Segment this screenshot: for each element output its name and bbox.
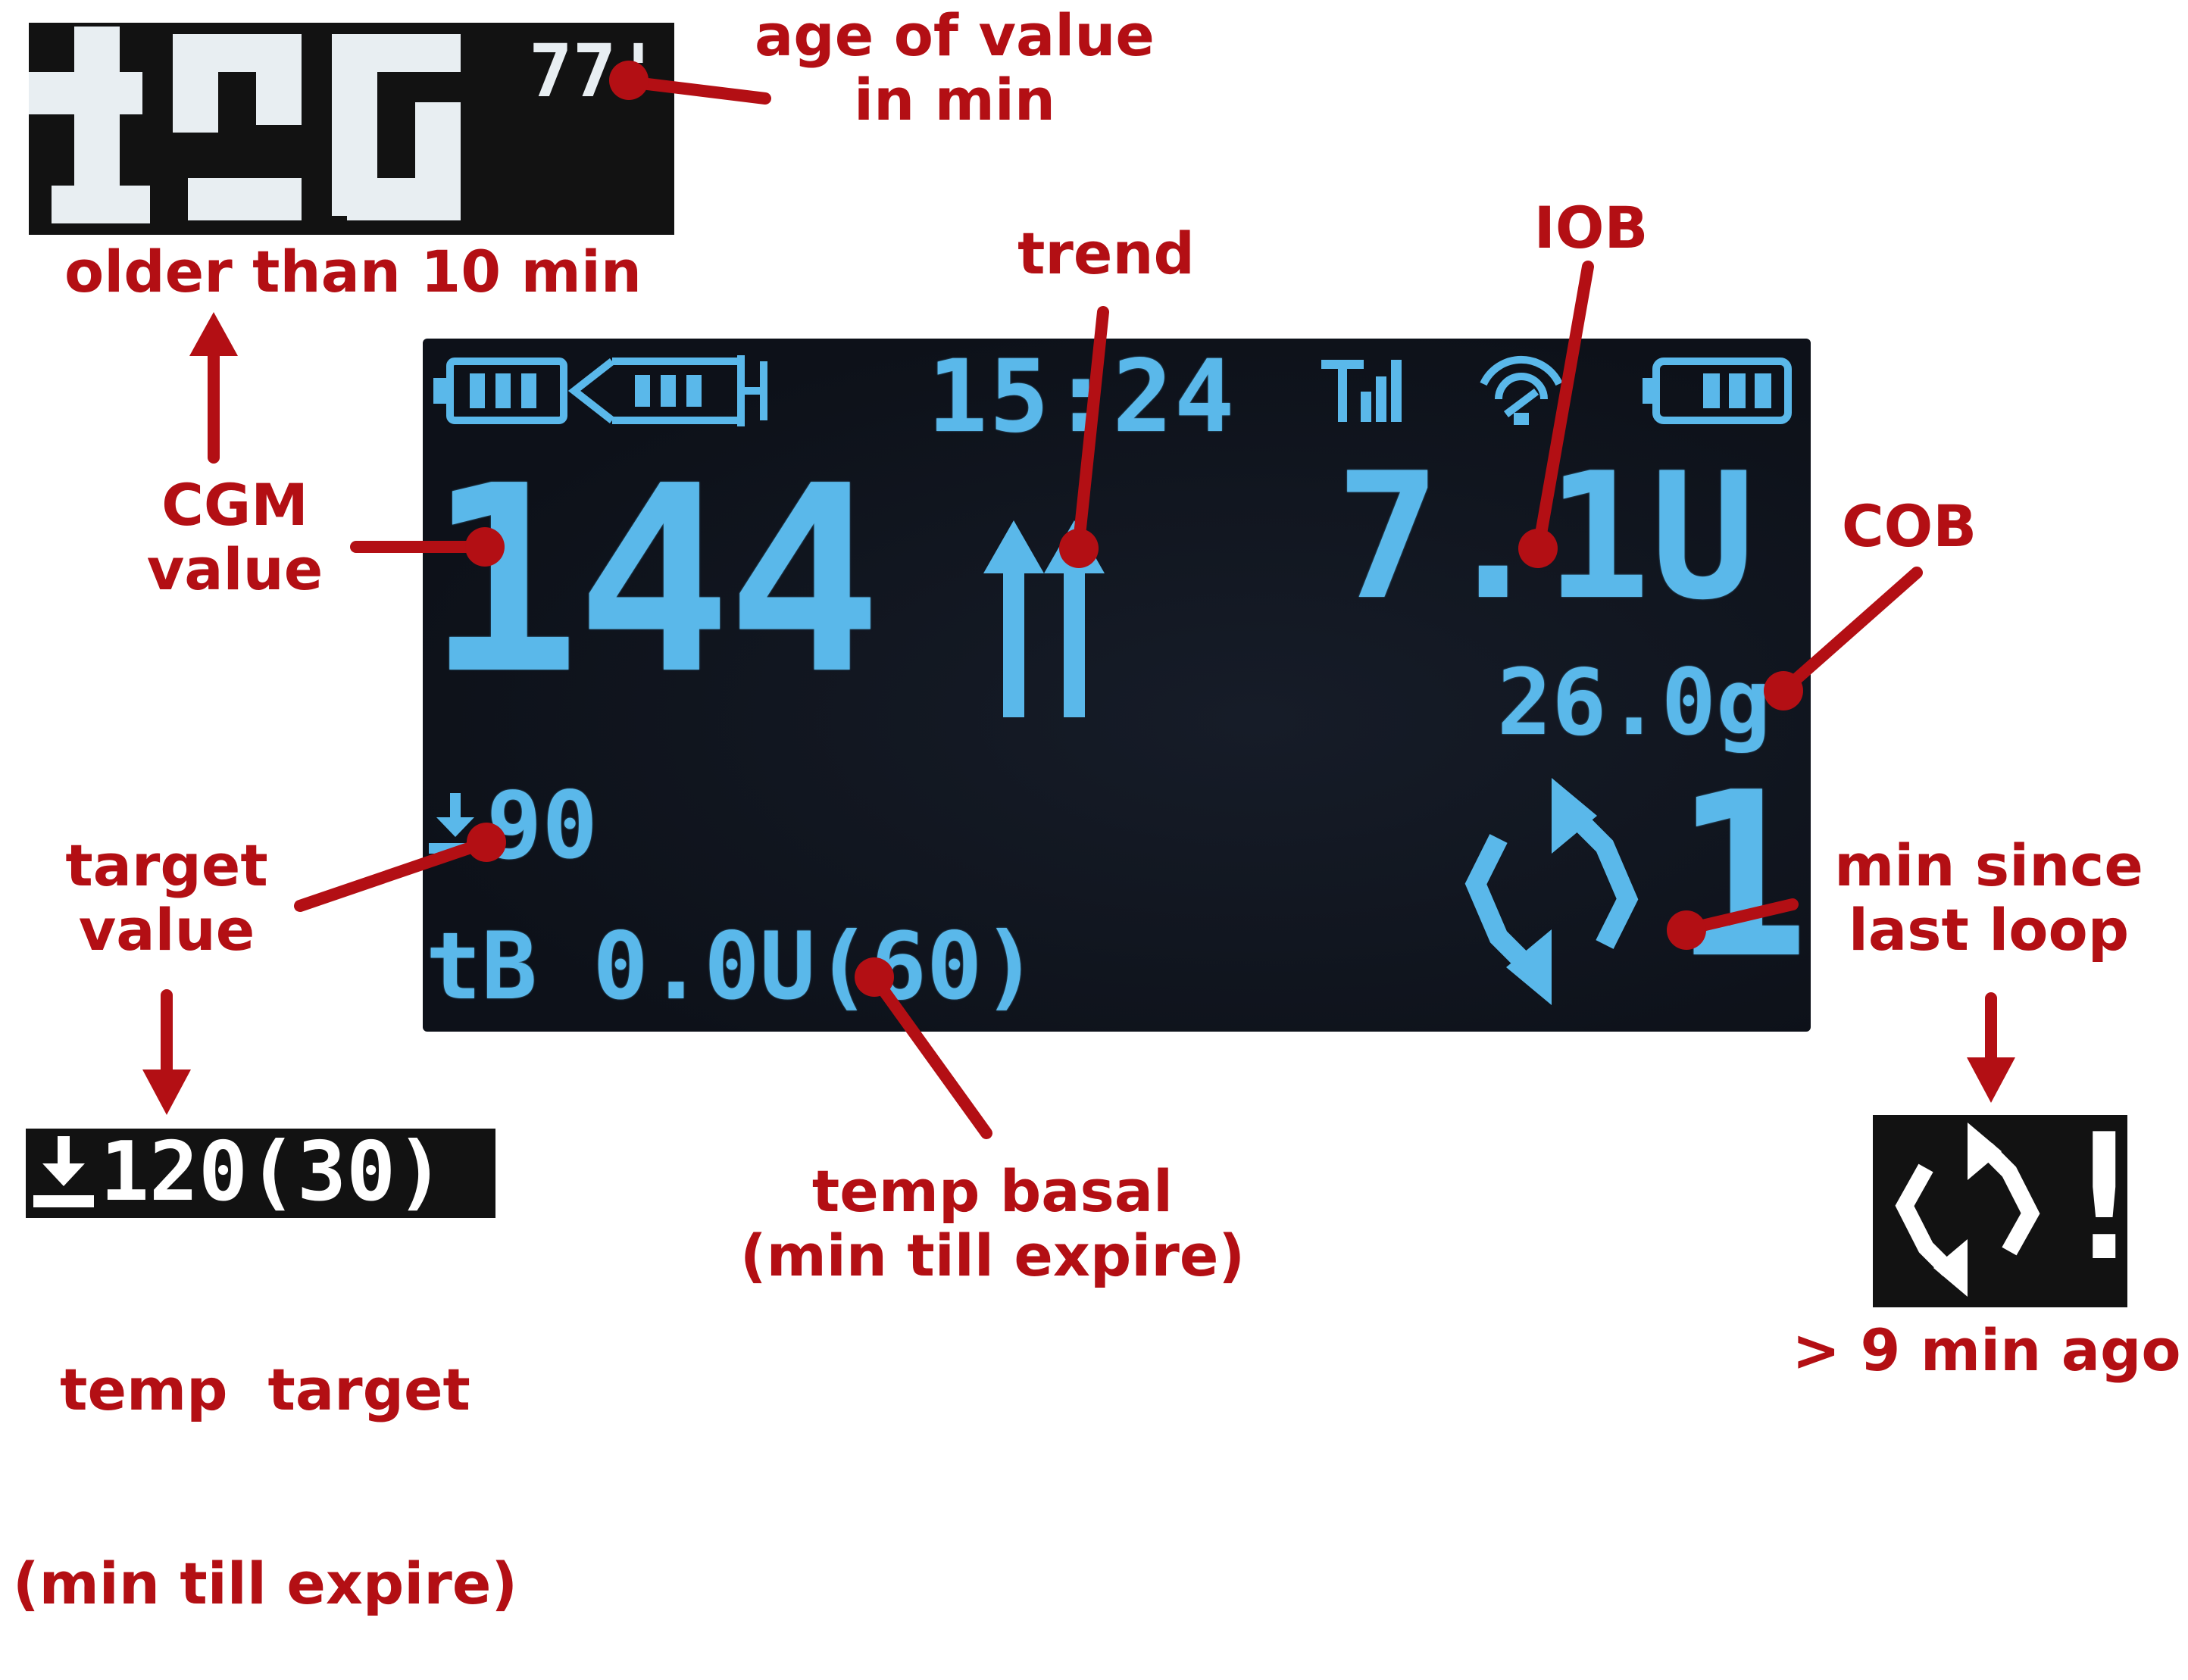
label-temp-target: temp target (min till expire) bbox=[12, 1356, 518, 1617]
wifi-unknown-icon bbox=[1480, 355, 1563, 425]
pointer-iob bbox=[1533, 261, 1594, 548]
inset-stale-cgm: 77' bbox=[29, 23, 674, 235]
loop-minutes: 1 bbox=[1673, 744, 1810, 1008]
loop-refresh-icon bbox=[1464, 778, 1639, 1005]
trend-double-up-icon bbox=[983, 520, 1105, 717]
label-over-9-min: > 9 min ago bbox=[1792, 1316, 2181, 1384]
temp-target-value: 120(30) bbox=[100, 1125, 445, 1219]
inset-temp-target: 120(30) bbox=[26, 1129, 495, 1218]
pointer-cob bbox=[1780, 567, 1923, 694]
annotation-pointers bbox=[142, 61, 2015, 1139]
label-older-than: older than 10 min bbox=[64, 238, 642, 305]
label-cob: COB bbox=[1841, 492, 1977, 560]
target-value: 90 bbox=[486, 772, 598, 879]
pump-reservoir-icon bbox=[567, 355, 767, 426]
signal-strength-icon bbox=[1321, 360, 1402, 422]
pointer-temp-basal bbox=[871, 976, 992, 1139]
label-age-of-value: age of value in min bbox=[755, 2, 1155, 134]
stale-loop-icon bbox=[1895, 1123, 2040, 1297]
status-bar bbox=[433, 355, 1792, 426]
inset-loop-stale: ! bbox=[1873, 1112, 2156, 1307]
label-temp-basal: temp basal (min till expire) bbox=[739, 1157, 1246, 1290]
label-cgm-value: CGM value bbox=[146, 471, 324, 604]
cob-value: 26.0g bbox=[1497, 651, 1771, 756]
cgm-value: 144 bbox=[426, 431, 882, 731]
temp-basal: tB 0.0U(60) bbox=[426, 913, 1038, 1020]
clock-time: 15:24 bbox=[927, 339, 1236, 455]
label-iob: IOB bbox=[1533, 194, 1649, 261]
label-target-value: target value bbox=[65, 832, 268, 964]
temp-target-down-icon bbox=[33, 1136, 94, 1207]
phone-battery-icon bbox=[433, 358, 567, 424]
pointer-age bbox=[623, 76, 771, 105]
pointer-trend bbox=[1073, 306, 1109, 548]
label-trend: trend bbox=[1017, 220, 1195, 287]
stale-cgm-digits bbox=[29, 27, 461, 223]
oled-display: 15:24 144 7.1U 26.0g 90 tB 0.0U(60) 1 bbox=[423, 339, 1811, 1032]
rig-battery-icon bbox=[1643, 358, 1792, 424]
pointer-loop bbox=[1683, 898, 1799, 935]
label-min-since-last-loop: min since last loop bbox=[1834, 832, 2143, 964]
pointer-target bbox=[294, 838, 488, 912]
stale-loop-mark: ! bbox=[2052, 1098, 2157, 1300]
